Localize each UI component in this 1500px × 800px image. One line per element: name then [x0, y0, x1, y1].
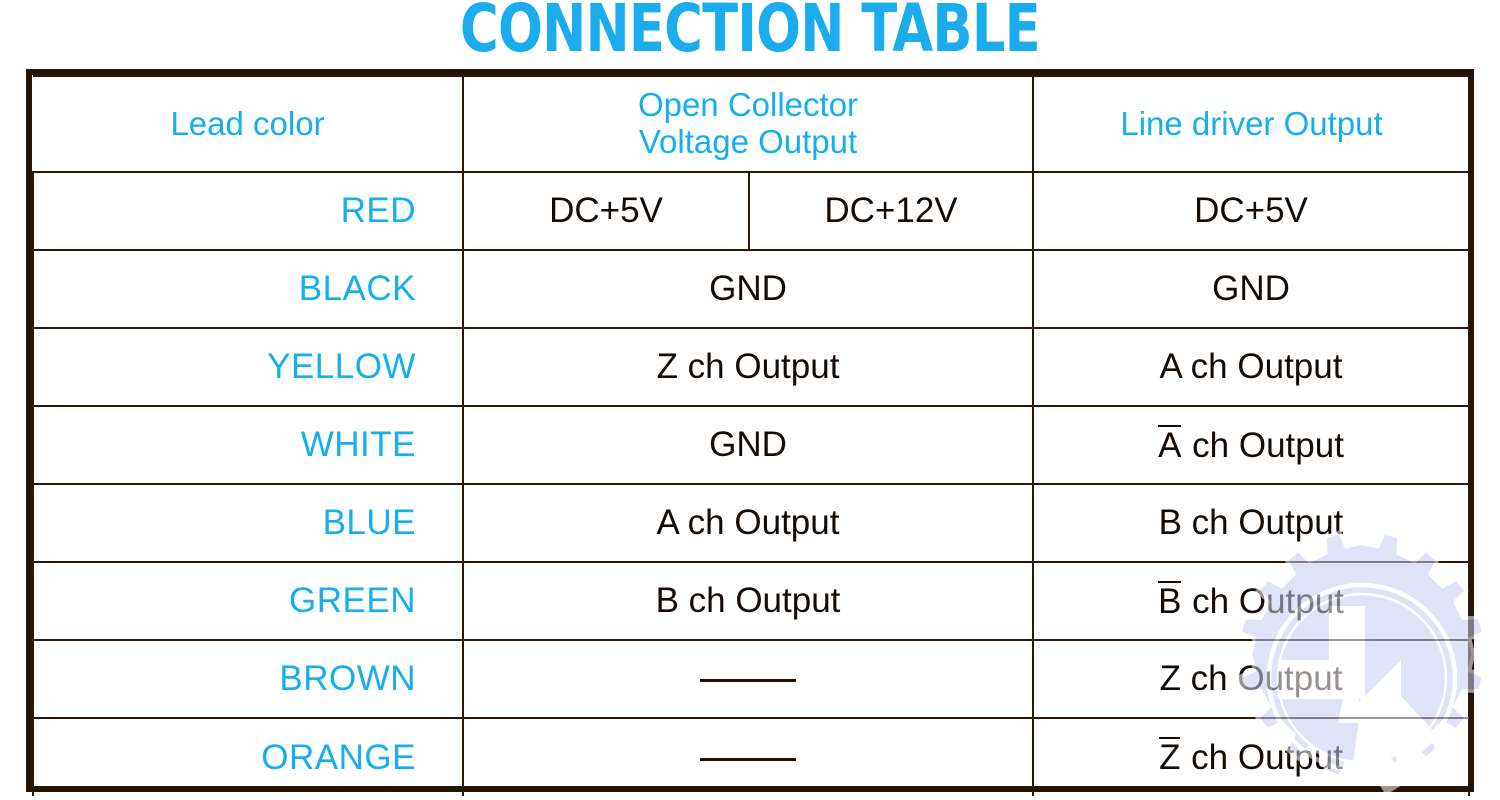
line-driver-text: ch Output: [1182, 425, 1344, 465]
line-driver-text: ch Output: [1181, 738, 1343, 777]
table-header-row: Lead color Open Collector Voltage Output…: [33, 75, 1469, 173]
complement-overline-label: Z: [1159, 737, 1181, 777]
open-collector-cell: DC+5V DC+12V: [462, 171, 1034, 251]
lead-color-cell: BLUE: [32, 483, 464, 563]
open-collector-cell: GND: [462, 249, 1034, 329]
line-driver-cell: B ch Output: [1032, 483, 1470, 563]
open-collector-subcell-right: DC+12V: [748, 173, 1032, 249]
open-collector-cell: [462, 717, 1034, 796]
lead-color-cell: BLACK: [32, 249, 464, 329]
lead-color-cell: GREEN: [32, 561, 464, 641]
line-driver-cell: Z ch Output: [1032, 639, 1470, 719]
open-collector-cell: [462, 639, 1034, 719]
open-collector-subcell-left: DC+5V: [549, 191, 663, 230]
column-header-lead-color: Lead color: [33, 75, 464, 173]
complement-overline-label: B: [1158, 580, 1182, 621]
column-header-line-driver: Line driver Output: [1032, 75, 1469, 173]
lead-color-cell: ORANGE: [32, 717, 464, 796]
lead-color-cell: BROWN: [32, 639, 464, 719]
line-driver-cell: Z ch Output: [1032, 717, 1470, 796]
open-collector-cell: A ch Output: [462, 483, 1034, 563]
complement-overline-label: A: [1158, 424, 1182, 465]
line-driver-cell: B ch Output: [1032, 561, 1470, 641]
line-driver-cell: GND: [1032, 249, 1470, 329]
lead-color-cell: YELLOW: [32, 327, 464, 407]
open-collector-cell: B ch Output: [462, 561, 1034, 641]
lead-color-cell: RED: [32, 171, 464, 251]
connection-table: Lead color Open Collector Voltage Output…: [26, 69, 1474, 796]
open-collector-line1: Open Collector: [637, 86, 859, 124]
line-driver-cell: A ch Output: [1032, 405, 1470, 485]
table-row: BROWN Z ch Output: [32, 639, 1470, 719]
table-row: ORANGE Z ch Output: [32, 717, 1470, 796]
open-collector-cell: GND: [462, 405, 1034, 485]
line-driver-cell: DC+5V: [1032, 171, 1470, 251]
open-collector-line2: Voltage Output: [638, 123, 858, 160]
open-collector-cell: Z ch Output: [462, 327, 1034, 407]
line-driver-cell: A ch Output: [1032, 327, 1470, 407]
page-title: CONNECTION TABLE: [460, 0, 1041, 67]
no-connection-dash-icon: [700, 679, 796, 683]
line-driver-text: ch Output: [1182, 581, 1344, 621]
column-header-open-collector: Open Collector Voltage Output: [462, 75, 1034, 173]
lead-color-cell: WHITE: [32, 405, 464, 485]
no-connection-dash-icon: [700, 757, 796, 761]
